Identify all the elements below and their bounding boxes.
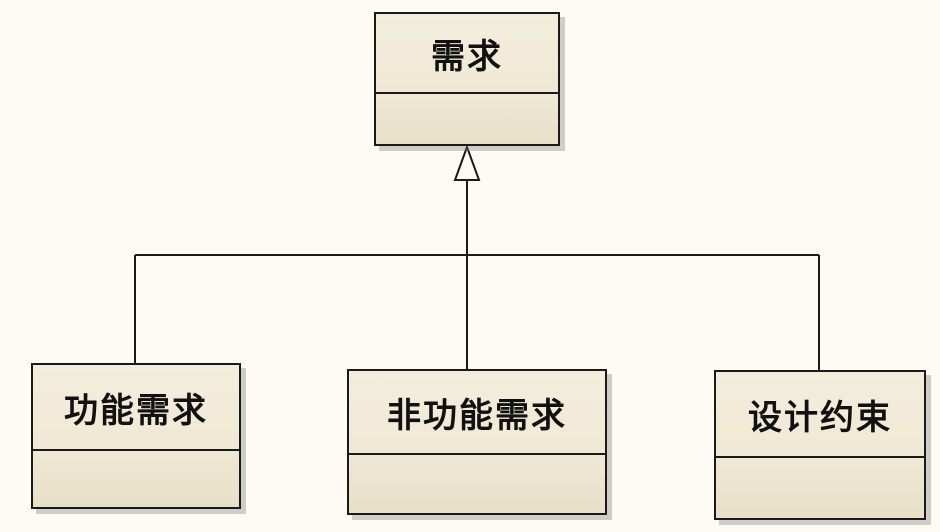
class-requirement-attributes (376, 94, 558, 144)
class-design-constraint[interactable]: 设计约束 (714, 370, 926, 520)
class-nonfunctional-requirement[interactable]: 非功能需求 (347, 369, 607, 515)
class-requirement[interactable]: 需求 (374, 12, 560, 146)
class-design-constraint-attributes (716, 458, 924, 518)
class-nonfunctional-requirement-name: 非功能需求 (349, 371, 605, 455)
class-requirement-name: 需求 (376, 14, 558, 94)
class-design-constraint-name: 设计约束 (716, 372, 924, 458)
class-functional-requirement-name: 功能需求 (33, 365, 239, 451)
generalization-arrowhead (453, 144, 481, 181)
class-functional-requirement-attributes (33, 451, 239, 507)
class-functional-requirement[interactable]: 功能需求 (31, 363, 241, 509)
class-nonfunctional-requirement-attributes (349, 455, 605, 513)
